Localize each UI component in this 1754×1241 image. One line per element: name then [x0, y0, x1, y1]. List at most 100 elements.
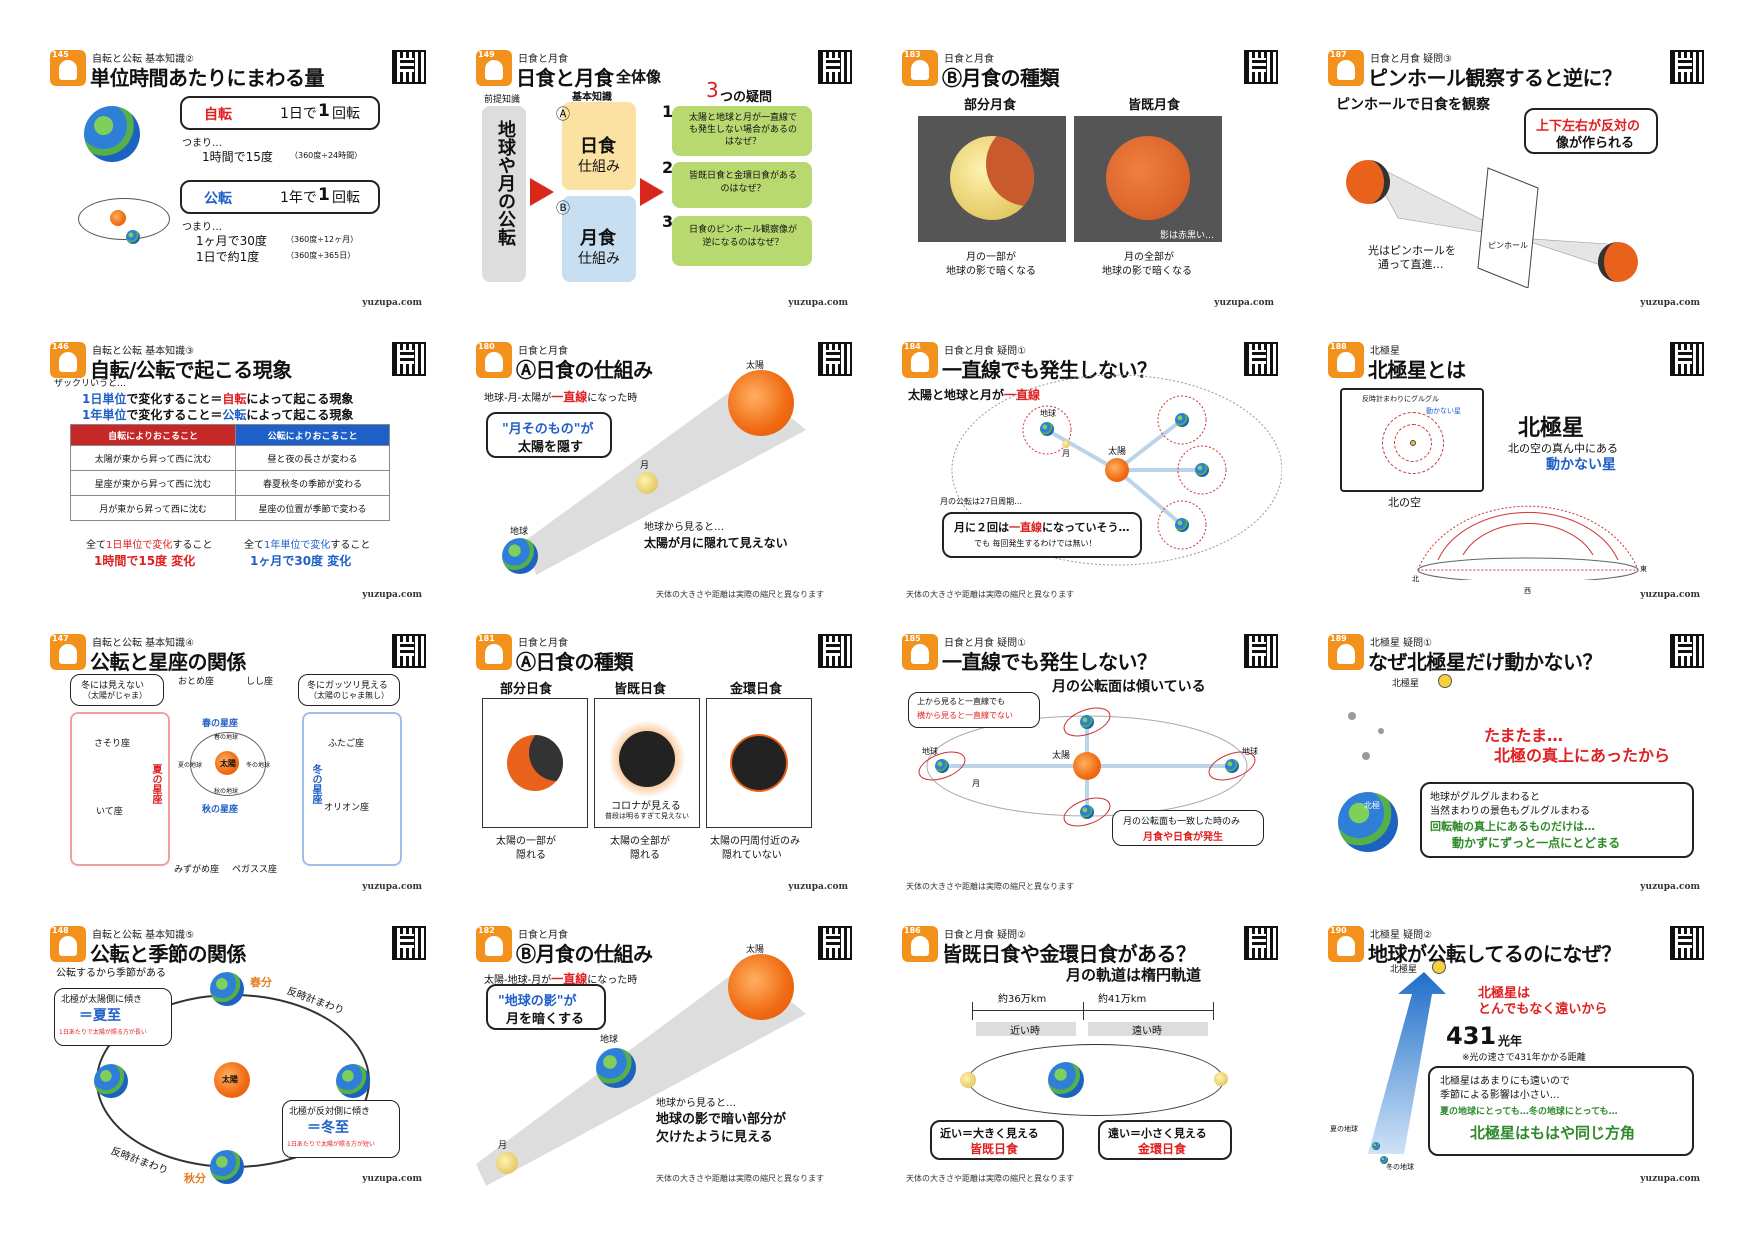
- card-header: 181 日食と月食 Ⓐ日食の種類: [476, 632, 856, 676]
- question-number: 3: [662, 212, 674, 231]
- caption: 地球から見ると…: [656, 1098, 736, 1109]
- card-header: 184 日食と月食 疑問① 一直線でも発生しない？: [902, 340, 1282, 384]
- qr-code-icon[interactable]: [818, 342, 852, 376]
- constellation-label: みずがめ座: [174, 865, 220, 875]
- qr-code-icon[interactable]: [1244, 342, 1278, 376]
- sun-icon: [214, 1062, 250, 1098]
- explanation-text: "月そのもの"が: [502, 422, 594, 437]
- card-number: 148: [52, 926, 69, 935]
- site-footer[interactable]: yuzupa.com: [362, 1174, 422, 1184]
- card-number: 184: [904, 342, 921, 351]
- site-footer[interactable]: yuzupa.com: [1214, 600, 1274, 602]
- yuzupa-logo-icon: 190: [1328, 926, 1364, 962]
- qr-code-icon[interactable]: [1670, 342, 1704, 376]
- arrow-right-icon: [530, 178, 554, 206]
- question-2[interactable]: 2 皆既日食と金環日食があるのはなぜ？: [662, 158, 812, 208]
- site-footer[interactable]: yuzupa.com: [1640, 1174, 1700, 1184]
- card-title: 皆既日食や金環日食がある？: [942, 942, 1196, 966]
- sun-label: 太陽: [1108, 447, 1127, 457]
- partial-lunar-heading: 部分月食: [964, 98, 1017, 113]
- earth-label: 夏の地球: [178, 762, 203, 769]
- card-187: 187 日食と月食 疑問③ ピンホール観察すると逆に？ ピンホールで日食を観察 …: [1328, 48, 1708, 310]
- rotation-bubble: 自転 1日で 1 回転: [180, 96, 380, 130]
- solar-eclipse-box[interactable]: Ⓐ 日食 仕組み: [556, 102, 636, 190]
- question-label: つの疑問: [720, 90, 773, 105]
- qr-code-icon[interactable]: [1670, 926, 1704, 960]
- qr-code-icon[interactable]: [1244, 50, 1278, 84]
- card-header: 149 日食と月食 日食と月食 全体像: [476, 48, 856, 92]
- earth-icon: [210, 972, 244, 1006]
- site-footer[interactable]: yuzupa.com: [362, 882, 422, 892]
- site-footer[interactable]: yuzupa.com: [1214, 892, 1274, 894]
- site-footer[interactable]: yuzupa.com: [362, 298, 422, 308]
- card-header: 180 日食と月食 Ⓐ日食の仕組み: [476, 340, 856, 384]
- earth-icon: [1372, 1142, 1380, 1150]
- site-footer[interactable]: yuzupa.com: [788, 1184, 848, 1186]
- sun-label: 太陽: [746, 945, 765, 955]
- far-bubble: 遠い＝小さく見える 金環日食: [1098, 1120, 1232, 1160]
- yuzupa-logo-icon: 182: [476, 926, 512, 962]
- qr-code-icon[interactable]: [392, 926, 426, 960]
- sun-icon: [1073, 752, 1101, 780]
- rotation-label: 自転: [204, 107, 232, 123]
- lead-text: 太陽と地球と月が一直線: [908, 388, 1041, 402]
- qr-code-icon[interactable]: [818, 50, 852, 84]
- site-footer[interactable]: yuzupa.com: [788, 600, 848, 602]
- card-190: 190 北極星 疑問② 地球が公転してるのになぜ？ 北極星 北極星は とんでもな…: [1328, 924, 1708, 1186]
- qr-code-icon[interactable]: [818, 634, 852, 668]
- site-footer[interactable]: yuzupa.com: [1640, 882, 1700, 892]
- lead-text: ピンホールで日食を観察: [1336, 97, 1490, 113]
- caption: 地球の影で暗い部分が: [656, 1112, 787, 1127]
- summary-line-1: 1日単位で変化すること＝自転によって起こる現象: [82, 392, 354, 406]
- card-186: 186 日食と月食 疑問② 皆既日食や金環日食がある？ 月の軌道は楕円軌道 約3…: [902, 924, 1282, 1186]
- moon-label: 月: [1062, 449, 1070, 458]
- footer-value-2: 1ヶ月で30度 変化: [250, 554, 352, 568]
- question-1[interactable]: 1 太陽と地球と月が一直線でも発生しない場合があるのはなぜ？: [662, 102, 812, 156]
- table-row: 月が東から昇って西に沈む星座の位置が季節で変わる: [69, 495, 390, 521]
- qr-code-icon[interactable]: [392, 50, 426, 84]
- table-row: 太陽が東から昇って西に沈む昼と夜の長さが変わる: [69, 445, 390, 471]
- arrow-right-icon: [640, 178, 664, 206]
- qr-code-icon[interactable]: [1670, 634, 1704, 668]
- card-title: 一直線でも発生しない？: [942, 650, 1157, 674]
- qr-code-icon[interactable]: [818, 926, 852, 960]
- qr-code-icon[interactable]: [392, 342, 426, 376]
- earth-icon: [1225, 759, 1239, 773]
- card-category: 日食と月食: [518, 930, 568, 941]
- winter-visible-bubble: 冬にガッツリ見える （太陽のじゃま無し）: [298, 674, 400, 706]
- lunar-eclipse-box[interactable]: Ⓑ 月食 仕組み: [556, 196, 636, 282]
- corona-note: 普段は明るすぎて見えない: [605, 812, 689, 820]
- autumn-equinox-label: 秋分: [184, 1172, 206, 1185]
- site-footer[interactable]: yuzupa.com: [788, 298, 848, 308]
- site-footer[interactable]: yuzupa.com: [1640, 590, 1700, 600]
- qr-code-icon[interactable]: [392, 634, 426, 668]
- question-number: 2: [662, 158, 674, 177]
- table-header: 自転によりおこること: [69, 424, 237, 446]
- site-footer[interactable]: yuzupa.com: [362, 590, 422, 600]
- qr-code-icon[interactable]: [1244, 634, 1278, 668]
- card-number: 182: [478, 926, 495, 935]
- question-3[interactable]: 3 日食のピンホール観察像が逆になるのはなぜ？: [662, 212, 812, 266]
- site-footer[interactable]: yuzupa.com: [1214, 1184, 1274, 1186]
- qr-code-icon[interactable]: [1244, 926, 1278, 960]
- site-footer[interactable]: yuzupa.com: [1640, 298, 1700, 308]
- card-number: 180: [478, 342, 495, 351]
- winter-earth-label: 冬の地球: [1386, 1163, 1414, 1171]
- lead-text: 地球-月-太陽が一直線になった時: [484, 390, 638, 404]
- distance-near: 約36万km: [998, 994, 1047, 1005]
- summary-line-2: 1年単位で変化すること＝公転によって起こる現象: [82, 408, 354, 422]
- site-footer[interactable]: yuzupa.com: [1214, 298, 1274, 308]
- site-footer[interactable]: yuzupa.com: [788, 882, 848, 892]
- sun-icon: [728, 954, 794, 1020]
- card-category: 日食と月食: [944, 54, 994, 65]
- card-category: 自転と公転 基本知識②: [92, 54, 195, 65]
- earth-icon: [1080, 715, 1094, 729]
- polaris-icon: [1410, 440, 1416, 446]
- revolution-period: 1年で: [280, 190, 317, 206]
- premise-text: 地球や月の公転: [495, 120, 516, 246]
- card-category: 日食と月食: [518, 346, 568, 357]
- footer-note-1: 全て1日単位で変化すること: [86, 540, 213, 551]
- qr-code-icon[interactable]: [1670, 50, 1704, 84]
- earth-icon: [126, 230, 140, 244]
- card-number: 145: [52, 50, 69, 59]
